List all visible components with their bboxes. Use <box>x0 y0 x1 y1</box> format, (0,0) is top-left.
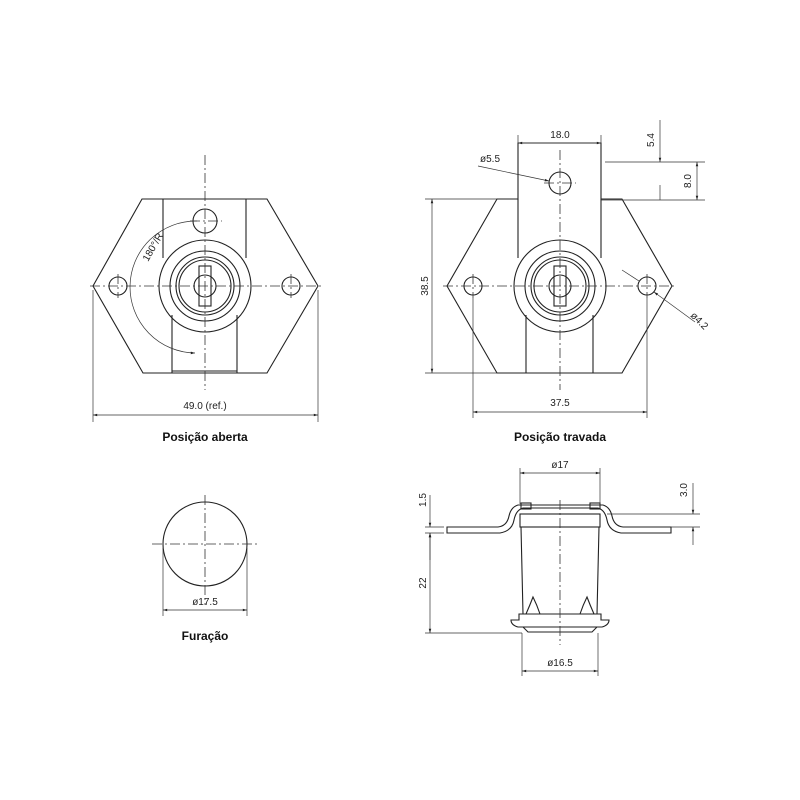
caption-locked-position: Posição travada <box>514 430 606 444</box>
tab-hole-dimension: ø5.5 <box>480 154 500 165</box>
flange-offset-dimension: 3.0 <box>679 483 690 497</box>
drilling-diameter-dimension: ø17.5 <box>192 597 218 608</box>
side-hole-dimension: ø4.2 <box>688 310 710 332</box>
bottom-diameter-dimension: ø16.5 <box>547 658 573 669</box>
bolt-channel <box>162 199 247 373</box>
top-diameter-dimension: ø17 <box>551 460 569 471</box>
locked-position-view: 18.0 5.4 8.0 ø5.5 38.5 37.5 ø4.2 Posição… <box>420 120 710 444</box>
tab-width-dimension: 18.0 <box>550 130 570 141</box>
tab-offset-dimension: 5.4 <box>646 133 657 147</box>
body-length-dimension: 22 <box>418 577 429 589</box>
plate-thickness-dimension: 1.5 <box>418 493 429 507</box>
cylinder-body <box>520 526 600 615</box>
width-dimension: 49.0 (ref.) <box>183 401 226 412</box>
open-position-view: 180°/R 49.0 (ref.) Posição aberta <box>90 155 322 444</box>
lock-body-outline <box>446 142 673 374</box>
hole-spacing-dimension: 37.5 <box>550 398 570 409</box>
mounting-plate <box>446 504 672 534</box>
caption-drilling: Furação <box>182 629 229 643</box>
drilling-view: ø17.5 Furação <box>152 495 258 643</box>
caption-open-position: Posição aberta <box>162 430 248 444</box>
rotation-note: 180°/R <box>141 231 166 263</box>
cylinder-face <box>510 613 610 628</box>
tab-height-dimension: 8.0 <box>683 174 694 188</box>
height-dimension: 38.5 <box>420 276 431 296</box>
side-view: ø17 3.0 1.5 22 ø16.5 <box>418 460 700 676</box>
